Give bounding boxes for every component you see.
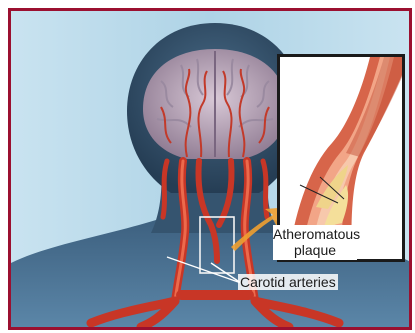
figure-frame: Atheromatous plaque Carotid arteries xyxy=(8,8,412,330)
plaque-label: Atheromatous plaque xyxy=(273,225,357,260)
brain xyxy=(143,49,287,159)
plaque-label-line1: Atheromatous xyxy=(273,226,357,242)
plaque-label-line2: plaque xyxy=(273,242,357,258)
carotid-label: Carotid arteries xyxy=(238,274,338,290)
